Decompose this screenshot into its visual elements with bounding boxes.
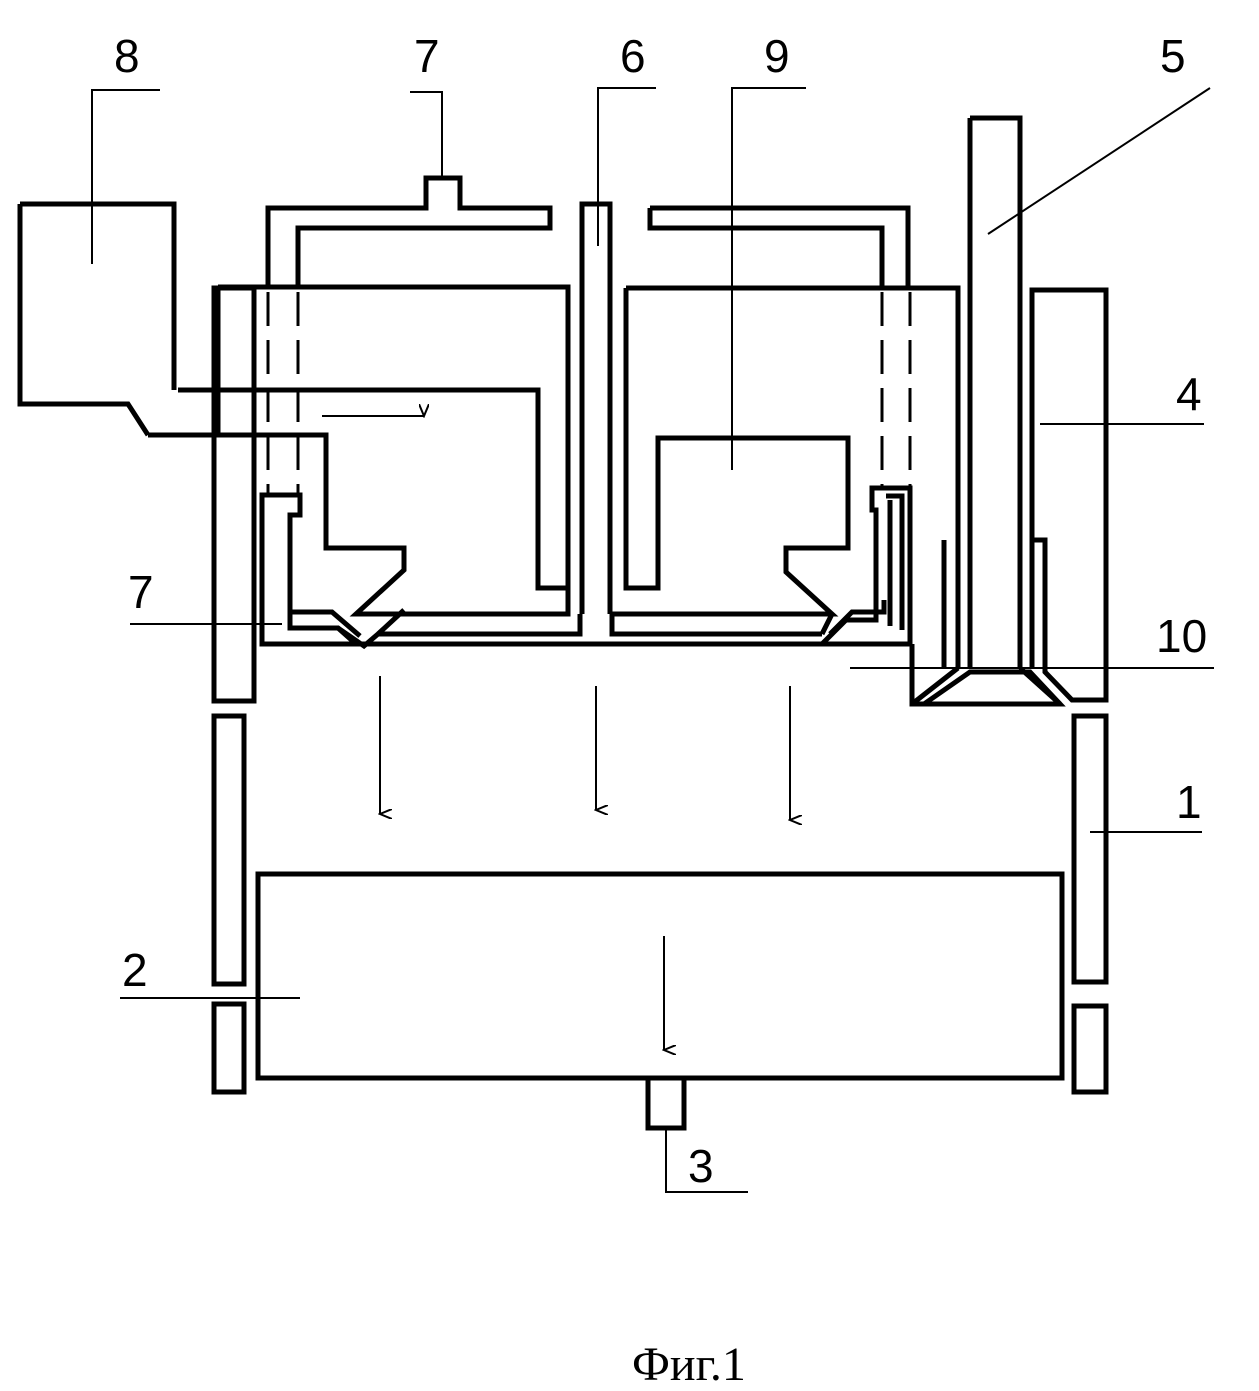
label-3: 3 [688,1140,714,1192]
label-2: 2 [122,944,148,996]
box-8 [20,204,174,435]
collector-box [258,874,1062,1128]
label-5: 5 [1160,30,1186,82]
label-8: 8 [114,30,140,82]
label-9: 9 [764,30,790,82]
label-7-left: 7 [128,566,154,618]
label-7-top: 7 [414,30,440,82]
figure-caption: Фиг.1 [632,1338,746,1391]
label-1: 1 [1176,776,1202,828]
label-6: 6 [620,30,646,82]
label-4: 4 [1176,368,1202,420]
flow-arrows [322,416,790,1050]
injector-5 [912,118,1060,704]
header-pipes [268,178,910,496]
label-10: 10 [1156,610,1207,662]
